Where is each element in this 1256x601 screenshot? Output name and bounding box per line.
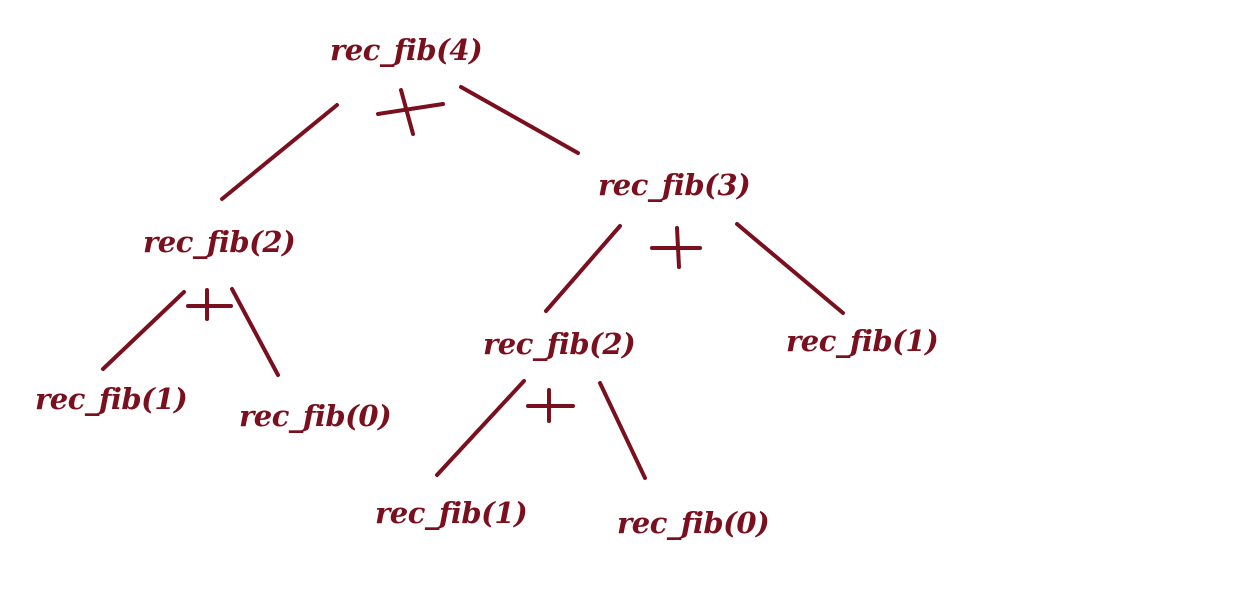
edge-left-right [230,287,280,377]
node-root-label: rec_fib(4) [330,33,483,67]
edge-rightleft-left [435,379,526,477]
plus-sign-right [650,226,702,269]
node-right-label: rec_fib(3) [598,168,751,202]
edge-right-left [544,224,622,313]
node-left-label: rec_fib(2) [143,225,296,259]
node-right-left-left-label: rec_fib(1) [375,496,528,530]
edge-right-right [735,222,845,315]
node-right-left-label: rec_fib(2) [483,327,636,361]
plus-sign-left [186,288,233,321]
edge-rightleft-right [598,381,647,480]
plus-sign-root [376,88,445,136]
edge-root-left [220,103,339,201]
node-right-left-right-label: rec_fib(0) [617,506,770,540]
edge-root-right [459,85,580,155]
edge-left-left [101,290,186,371]
node-left-right-label: rec_fib(0) [239,399,392,433]
node-left-left-label: rec_fib(1) [35,382,188,416]
plus-sign-rightleft [526,388,575,423]
node-right-right-label: rec_fib(1) [786,324,939,358]
